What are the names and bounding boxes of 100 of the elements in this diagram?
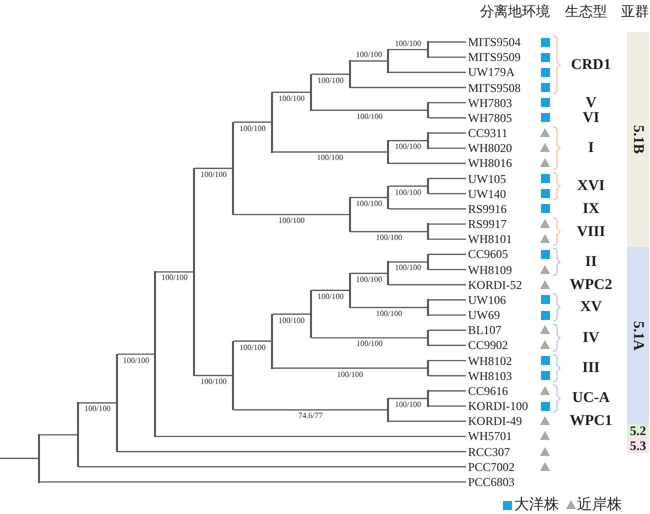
branch-line	[428, 268, 466, 270]
taxon-label: UW106	[468, 292, 506, 308]
taxon-label: CC9902	[468, 337, 508, 354]
clade-label: I	[588, 139, 594, 158]
taxon-label: PCC6803	[468, 474, 515, 490]
junction-line	[427, 41, 429, 58]
taxon-label: RS9917	[468, 216, 507, 232]
bootstrap-value: 100/100	[278, 316, 305, 325]
taxon-label: BL107	[468, 322, 502, 338]
clade-label: VIII	[576, 222, 606, 241]
branch-line	[194, 168, 232, 169]
branch-line	[234, 340, 272, 342]
branch-line	[428, 314, 466, 316]
branch-line	[428, 148, 466, 149]
taxon-label: KORDI-100	[468, 398, 528, 414]
branch-line	[40, 481, 466, 483]
branch-line	[388, 48, 428, 50]
taxon-label: CC9605	[468, 246, 508, 262]
branch-line	[428, 238, 466, 240]
taxon-label: PCC7002	[468, 458, 515, 475]
taxon-label: WH7803	[468, 94, 512, 111]
branch-line	[388, 72, 466, 73]
subgroup-band: 5.2	[627, 424, 649, 438]
bootstrap-value: 100/100	[376, 308, 402, 318]
subgroup-band: 5.1A	[627, 247, 649, 424]
junction-line	[154, 271, 156, 437]
column-header: 亚群	[621, 4, 649, 21]
junction-line	[387, 48, 389, 73]
clade-label: III	[582, 359, 600, 378]
branch-line	[312, 110, 428, 111]
taxon-label: WH8102	[468, 352, 512, 369]
branch-line	[428, 390, 466, 392]
branch-line	[312, 290, 350, 292]
bootstrap-value: 100/100	[336, 370, 364, 379]
branch-line	[350, 86, 466, 88]
taxon-label: WH8101	[468, 231, 512, 248]
branch-line	[388, 162, 466, 164]
legend-label: 大洋株	[514, 496, 559, 514]
clade-label: IV	[582, 328, 600, 347]
taxon-label: RCC307	[468, 444, 510, 460]
junction-line	[427, 102, 429, 118]
taxon-label: CC9616	[468, 382, 508, 399]
branch-line	[428, 299, 466, 300]
junction-line	[232, 340, 234, 410]
branch-line	[234, 214, 350, 216]
junction-line	[38, 434, 40, 483]
branch-line	[388, 420, 466, 422]
junction-line	[427, 223, 429, 240]
branch-line	[350, 306, 428, 308]
bootstrap-value: 100/100	[200, 170, 227, 179]
junction-line	[271, 314, 273, 369]
branch-line	[388, 208, 466, 210]
clade-label: WPC2	[570, 276, 612, 294]
junction-line	[193, 168, 195, 376]
junction-line	[427, 254, 429, 270]
bootstrap-value: 100/100	[317, 76, 344, 85]
junction-line	[116, 354, 118, 452]
junction-line	[387, 140, 389, 164]
taxon-label: MITS9508	[468, 80, 521, 96]
branch-line	[40, 434, 78, 436]
branch-line	[428, 375, 466, 376]
junction-line	[427, 330, 429, 346]
legend-label: 近岸株	[577, 496, 622, 514]
bootstrap-value: 100/100	[161, 273, 188, 282]
branch-line	[350, 60, 388, 62]
junction-line	[387, 186, 389, 210]
bootstrap-value: 100/100	[394, 400, 422, 409]
branch-line	[78, 402, 116, 404]
bootstrap-value: 74.6/77	[298, 411, 323, 420]
bootstrap-value: 100/100	[356, 50, 382, 59]
bootstrap-value: 100/100	[394, 263, 422, 272]
branch-line	[428, 41, 466, 43]
taxon-label: CC9311	[468, 125, 508, 142]
junction-line	[427, 360, 429, 376]
branch-line	[272, 151, 388, 153]
taxon-label: WH8109	[468, 262, 512, 278]
branch-line	[428, 117, 466, 118]
taxon-label: MITS9504	[468, 34, 521, 50]
branch-line	[118, 450, 466, 452]
branch-line	[312, 337, 428, 338]
branch-line	[388, 140, 428, 142]
branch-line	[156, 271, 194, 273]
clade-label: XVI	[577, 177, 605, 196]
branch-line	[350, 231, 428, 232]
clade-label: IX	[582, 200, 600, 218]
branch-line	[350, 196, 388, 198]
branch-line	[272, 92, 310, 93]
branch-line	[428, 254, 466, 255]
bootstrap-value: 100/100	[376, 233, 402, 242]
clade-label: CRD1	[571, 56, 611, 74]
taxon-label: WH5701	[468, 428, 512, 444]
junction-line	[349, 196, 351, 232]
branch-line	[428, 344, 466, 346]
bootstrap-value: 100/100	[356, 274, 382, 284]
junction-line	[427, 299, 429, 316]
taxon-label: UW69	[468, 307, 500, 324]
clade-label: WPC1	[570, 412, 612, 430]
junction-line	[349, 60, 351, 88]
branch-line	[388, 398, 428, 400]
branch-line	[428, 178, 466, 180]
